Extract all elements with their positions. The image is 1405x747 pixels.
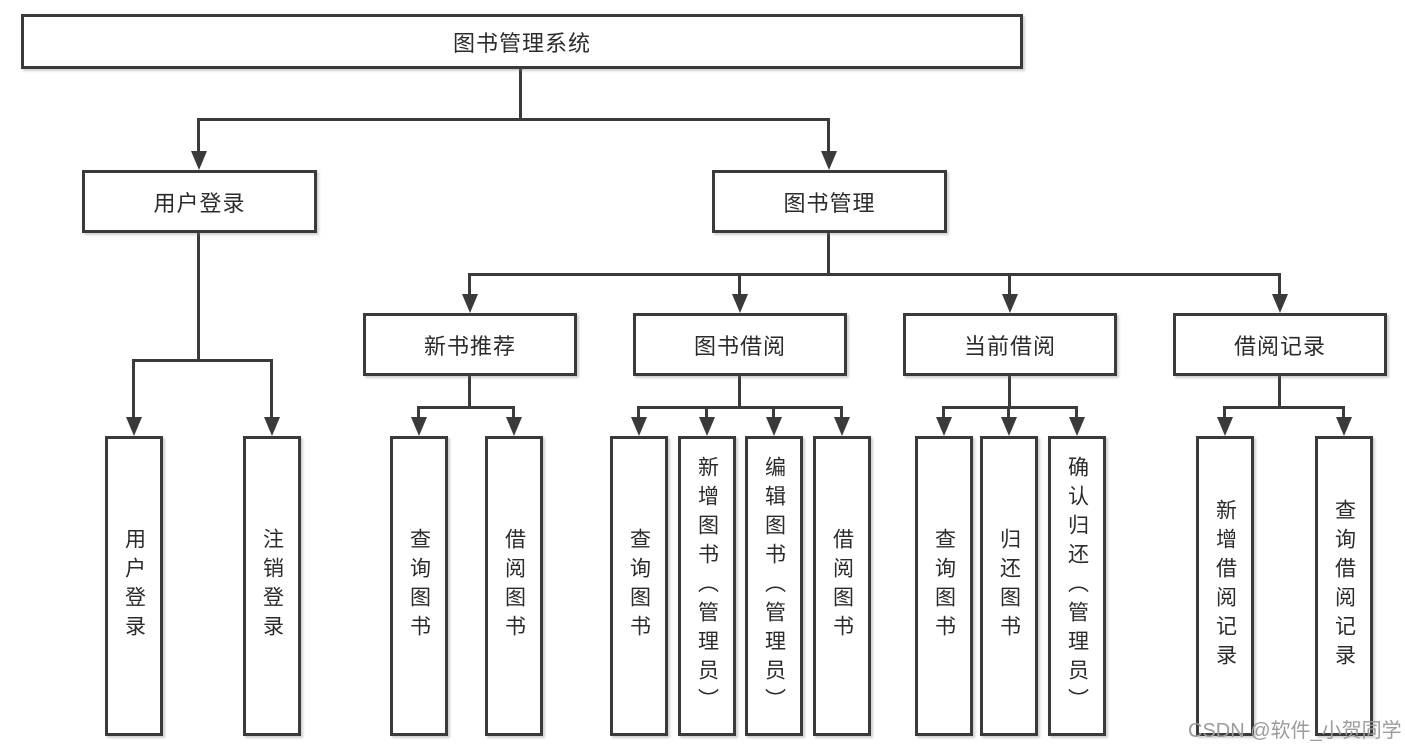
node-user-login: 用户登录: [82, 170, 317, 233]
node-label: 借阅记录: [1233, 333, 1326, 359]
node-book-borrow: 图书借阅: [633, 313, 847, 376]
leaf-query-books-recommend: 查询图书: [390, 436, 448, 736]
connector-arrow: [1223, 406, 1226, 417]
connector-arrow: [637, 406, 640, 417]
connector-arrow: [512, 406, 515, 417]
connector-arrow: [417, 406, 420, 417]
node-label: 图书借阅: [693, 333, 786, 359]
leaf-query-books-current: 查询图书: [915, 436, 973, 736]
connector-line: [468, 376, 471, 406]
node-label: 用户登录: [153, 190, 246, 216]
node-label: 新增借阅记录: [1213, 499, 1237, 673]
node-label: 查询借阅记录: [1332, 499, 1356, 673]
node-label: 当前借阅: [963, 333, 1056, 359]
connector-line: [1223, 406, 1345, 409]
connector-arrow: [705, 406, 708, 417]
connector-line: [1008, 376, 1011, 406]
node-label: 编辑图书（管理员）: [762, 455, 786, 717]
node-book-management: 图书管理: [712, 170, 947, 233]
connector-arrow: [197, 118, 200, 151]
node-label: 借阅图书: [830, 528, 854, 644]
connector-line: [197, 233, 200, 359]
node-label: 新书推荐: [423, 333, 516, 359]
connector-line: [827, 233, 830, 273]
connector-arrow: [1007, 406, 1010, 417]
leaf-add-book-admin: 新增图书（管理员）: [678, 436, 736, 736]
connector-arrow: [270, 359, 273, 417]
node-current-borrow: 当前借阅: [903, 313, 1117, 376]
leaf-confirm-return-admin: 确认归还（管理员）: [1048, 436, 1106, 736]
connector-line: [942, 406, 1078, 409]
node-label: 确认归还（管理员）: [1065, 455, 1089, 717]
leaf-user-login: 用户登录: [105, 436, 163, 736]
connector-line: [637, 406, 843, 409]
connector-line: [132, 359, 273, 362]
leaf-logout: 注销登录: [243, 436, 301, 736]
leaf-query-books-borrow: 查询图书: [610, 436, 668, 736]
connector-line: [197, 118, 830, 121]
leaf-return-book: 归还图书: [980, 436, 1038, 736]
connector-arrow: [1342, 406, 1345, 417]
node-label: 查询图书: [407, 528, 431, 644]
connector-arrow: [1278, 273, 1281, 294]
leaf-borrow-books-recommend: 借阅图书: [485, 436, 543, 736]
connector-arrow: [132, 359, 135, 417]
node-new-book-recommend: 新书推荐: [363, 313, 577, 376]
leaf-query-borrow-record: 查询借阅记录: [1315, 436, 1373, 736]
node-label: 归还图书: [997, 528, 1021, 644]
node-root-system: 图书管理系统: [21, 14, 1023, 69]
leaf-edit-book-admin: 编辑图书（管理员）: [745, 436, 803, 736]
connector-arrow: [772, 406, 775, 417]
connector-arrow: [1008, 273, 1011, 294]
node-label: 新增图书（管理员）: [695, 455, 719, 717]
node-label: 借阅图书: [502, 528, 526, 644]
node-borrow-records: 借阅记录: [1173, 313, 1387, 376]
connector-line: [519, 69, 522, 118]
connector-line: [738, 376, 741, 406]
leaf-borrow-books-borrow: 借阅图书: [813, 436, 871, 736]
node-label: 查询图书: [627, 528, 651, 644]
node-label: 查询图书: [932, 528, 956, 644]
connector-arrow: [468, 273, 471, 294]
connector-arrow: [840, 406, 843, 417]
node-label: 图书管理: [783, 190, 876, 216]
node-label: 用户登录: [122, 528, 146, 644]
connector-line: [417, 406, 515, 409]
node-label: 注销登录: [260, 528, 284, 644]
connector-arrow: [942, 406, 945, 417]
connector-line: [468, 273, 1281, 276]
connector-arrow: [827, 118, 830, 151]
csdn-watermark: CSDN @软件_小贺同学: [1188, 720, 1402, 742]
connector-arrow: [738, 273, 741, 294]
node-label: 图书管理系统: [452, 30, 591, 56]
connector-line: [1278, 376, 1281, 406]
connector-arrow: [1075, 406, 1078, 417]
leaf-add-borrow-record: 新增借阅记录: [1196, 436, 1254, 736]
